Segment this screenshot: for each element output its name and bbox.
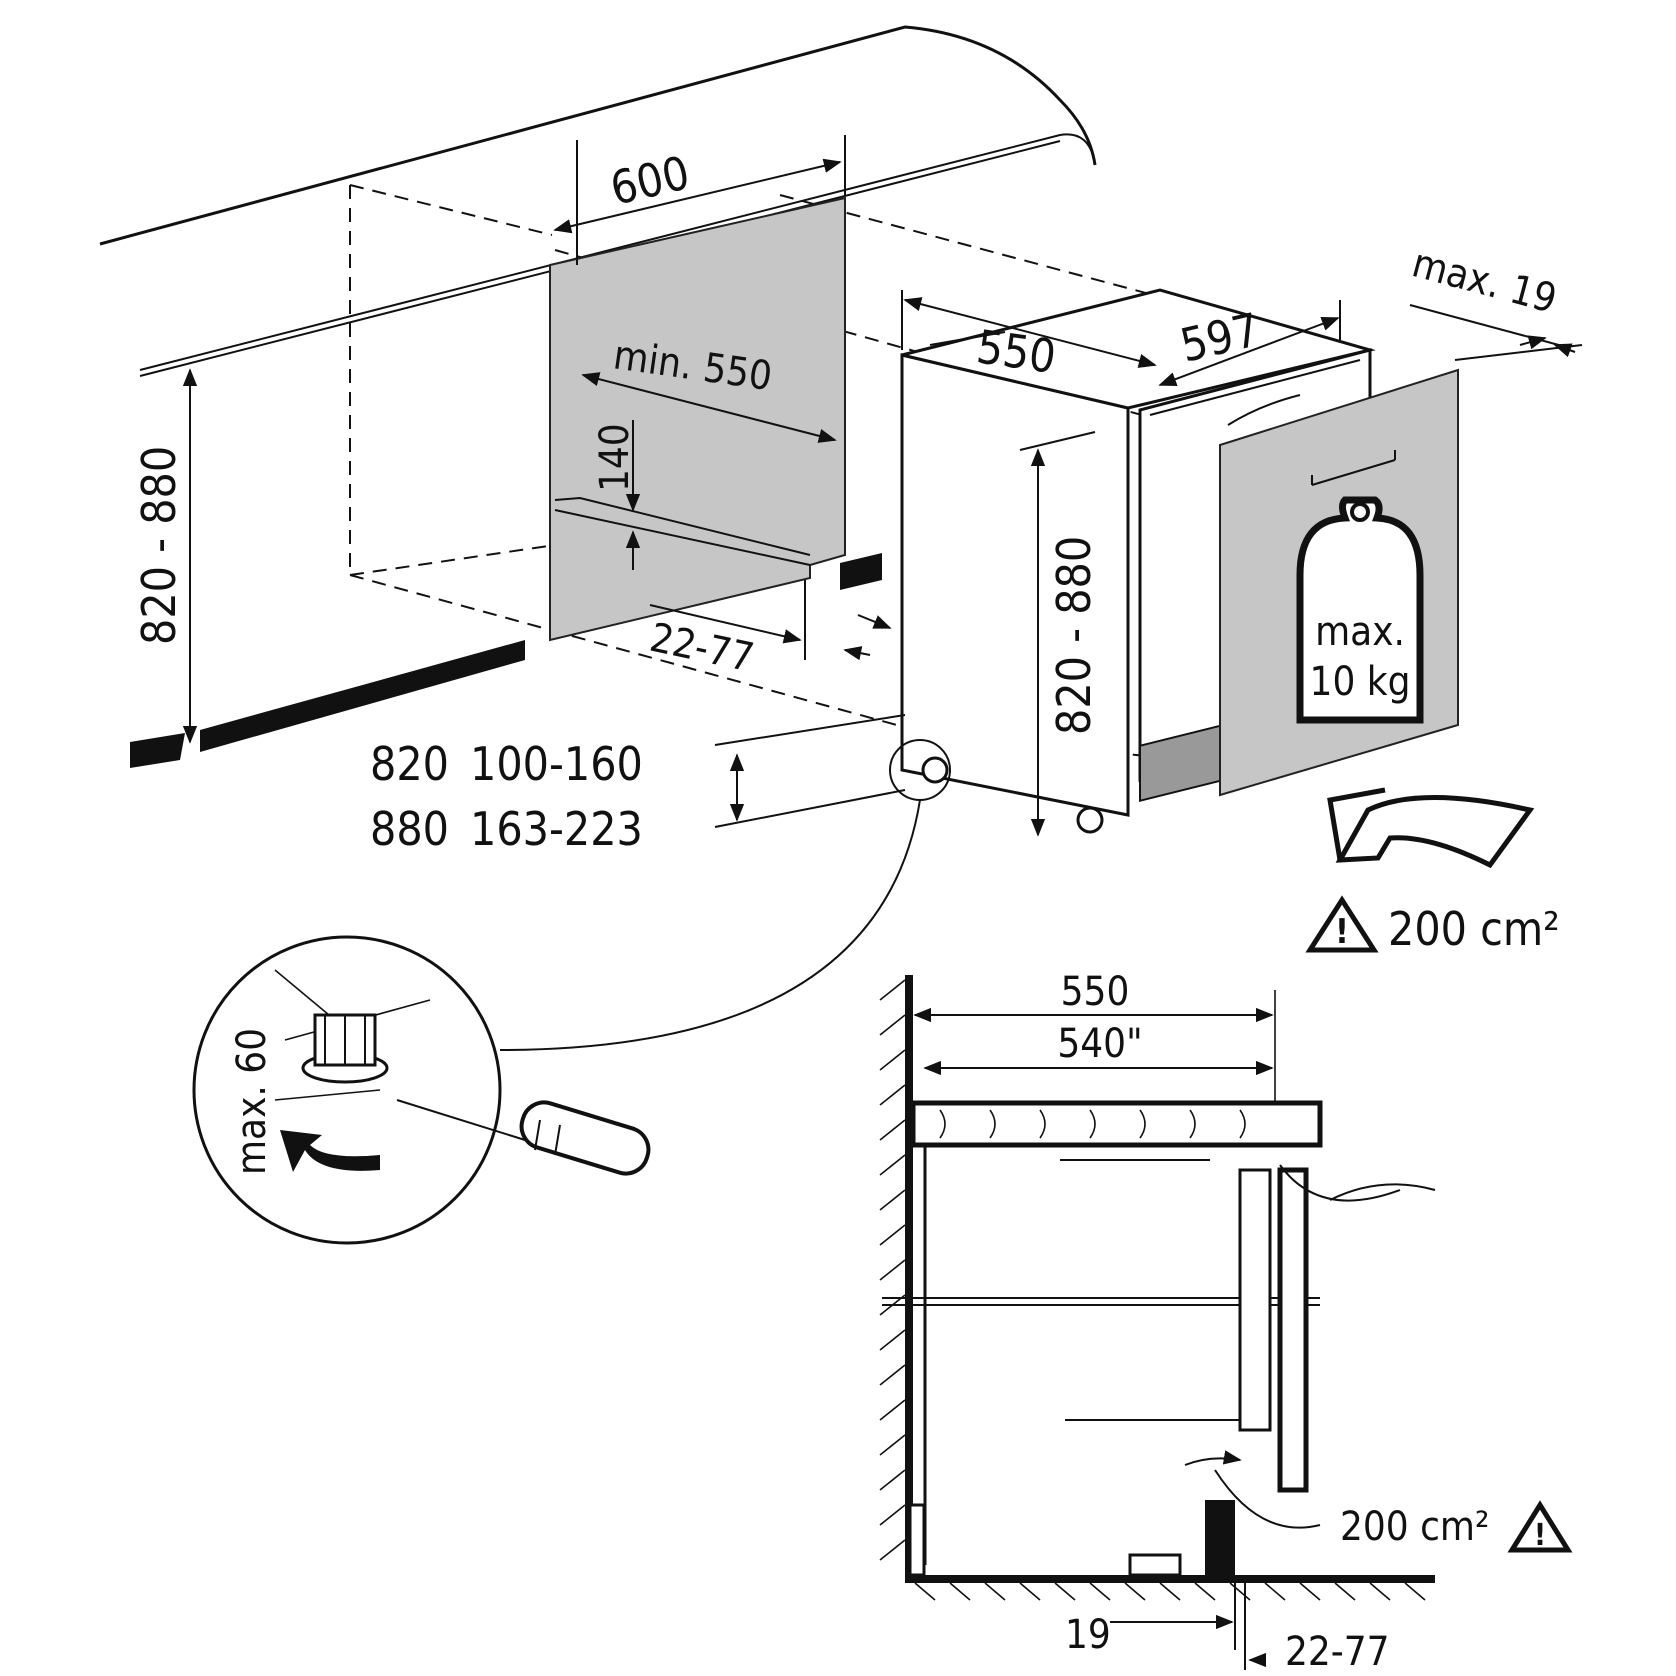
screwdriver-icon xyxy=(396,1099,651,1176)
plinth-gap-label: 22-77 xyxy=(646,615,758,682)
warning-triangle-icon: ! xyxy=(1534,1518,1546,1553)
section-vent-warning: 200 cm² ! xyxy=(1340,1500,1573,1553)
table-row-1-height: 820 xyxy=(370,737,449,791)
section-plinth-gap-label: 22-77 xyxy=(1285,1629,1390,1675)
weight-label-line1: max. xyxy=(1315,609,1405,655)
appliance-depth-label: 550 xyxy=(973,319,1059,383)
section-foot-offset-label: 19 xyxy=(1065,1612,1111,1658)
section-inner-depth-dimension: 540" xyxy=(923,1021,1274,1076)
foot-detail: max. 60 xyxy=(192,799,921,1245)
niche-vent-dimension: 140 xyxy=(592,420,641,570)
niche-height-label: 820 - 880 xyxy=(132,446,186,645)
plinth-table: 820 100-160 880 163-223 xyxy=(370,714,906,856)
section-inner-depth-label: 540" xyxy=(1057,1021,1142,1067)
niche-width-label: 600 xyxy=(605,145,694,215)
door-thickness-dimension: max. 19 xyxy=(1407,240,1583,361)
section-appliance xyxy=(882,1145,1436,1577)
appliance-height-label: 820 - 880 xyxy=(1047,536,1101,735)
section-plinth-gap-dimension: 22-77 xyxy=(1244,1580,1390,1675)
section-wall xyxy=(879,975,913,1575)
table-row-2-plinth: 163-223 xyxy=(470,802,643,856)
top-vent-label: 200 cm² xyxy=(1388,902,1560,956)
section-depth-label: 550 xyxy=(1061,969,1130,1015)
table-row-2-height: 880 xyxy=(370,802,449,856)
appliance-height-dimension: 820 - 880 xyxy=(1019,431,1101,837)
appliance-depth-dimension: 550 xyxy=(901,290,1157,384)
section-depth-dimension: 550 xyxy=(913,969,1276,1105)
section-foot-offset-dimension: 19 xyxy=(1065,1580,1236,1658)
warning-triangle-icon: ! xyxy=(1335,912,1349,952)
niche-height-dimension: 820 - 880 xyxy=(132,368,198,744)
top-vent-warning: ! 200 cm² xyxy=(1305,895,1560,956)
floor-plinth xyxy=(130,640,525,768)
foot-max-label: max. 60 xyxy=(229,1028,275,1175)
weight-icon xyxy=(1296,496,1424,724)
niche-width-dimension: 600 xyxy=(553,135,846,265)
section-vent-label: 200 cm² xyxy=(1340,1504,1489,1550)
niche-vent-label: 140 xyxy=(592,423,638,492)
rotate-arrow-icon xyxy=(280,1130,380,1172)
section-worktop xyxy=(910,1100,1323,1148)
airflow-arrow-icon xyxy=(1327,787,1535,869)
section-floor xyxy=(905,1575,1435,1601)
niche-back-panel xyxy=(549,196,882,642)
weight-label-line2: 10 kg xyxy=(1310,659,1411,705)
table-row-1-plinth: 100-160 xyxy=(470,737,643,791)
